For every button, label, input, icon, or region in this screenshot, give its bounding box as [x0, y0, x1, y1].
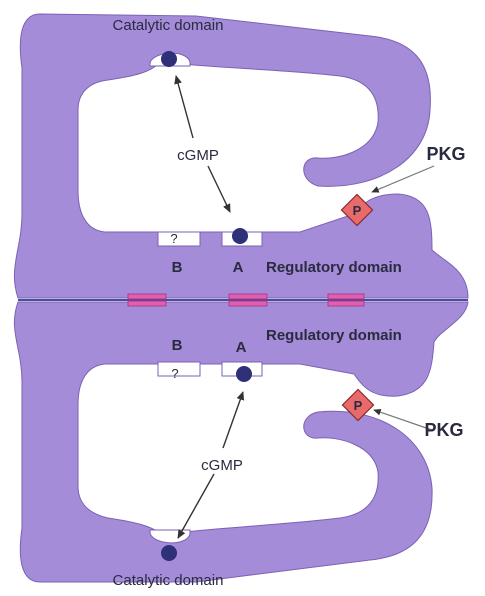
top-cgmp-to-catalytic-arrow — [176, 76, 193, 138]
top-phospho-label: P — [353, 203, 362, 218]
top-site-b-pocket — [158, 232, 200, 246]
bottom-cgmp-to-catalytic-arrow — [178, 474, 214, 538]
bottom-site-b-label: B — [172, 337, 183, 354]
top-site-a-cgmp-dot — [232, 228, 248, 244]
top-regulatory-domain-label: Regulatory domain — [266, 259, 402, 276]
top-site-b-label: B — [172, 259, 183, 276]
bottom-site-b-pocket — [158, 362, 200, 376]
bottom-catalytic-cgmp-dot — [161, 545, 177, 561]
bottom-cgmp-label: cGMP — [201, 457, 243, 474]
bottom-regulatory-domain-label: Regulatory domain — [266, 327, 402, 344]
bottom-cgmp-to-site-a-arrow — [223, 392, 243, 448]
bottom-site-a-cgmp-dot — [236, 366, 252, 382]
top-catalytic-cgmp-dot — [161, 51, 177, 67]
top-cgmp-to-site-a-arrow — [208, 166, 230, 212]
bottom-catalytic-domain-label: Catalytic domain — [113, 572, 224, 589]
bottom-site-a-label: A — [236, 339, 247, 356]
top-site-a-label: A — [233, 259, 244, 276]
bottom-pkg-label: PKG — [424, 420, 463, 440]
bottom-phospho-label: P — [354, 398, 363, 413]
top-cgmp-label: cGMP — [177, 147, 219, 164]
top-catalytic-domain-label: Catalytic domain — [113, 17, 224, 34]
top-pkg-label: PKG — [426, 144, 465, 164]
bottom-question-mark: ? — [171, 366, 178, 381]
top-subunit-shape — [14, 14, 468, 298]
top-question-mark: ? — [170, 231, 177, 246]
